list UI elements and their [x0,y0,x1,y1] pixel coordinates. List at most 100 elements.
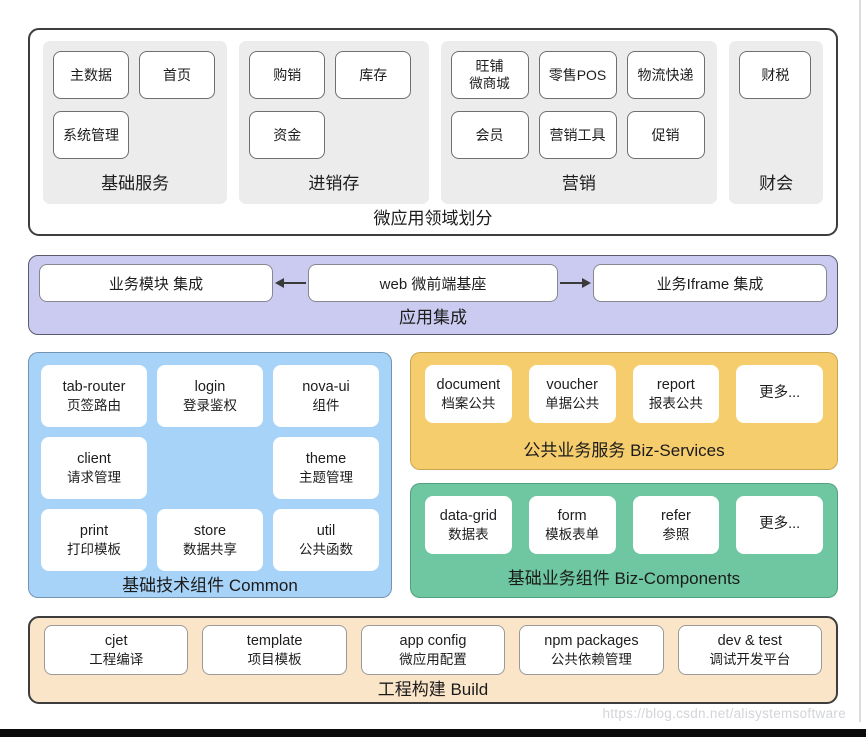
module-label: 购销 [273,66,302,83]
panel-basic-services: 主数据 首页 系统管理 基础服务 [43,41,228,204]
module-label: 会员 [475,126,504,143]
build-tool-desc: 项目模板 [247,651,302,667]
component-name: store [193,522,227,539]
panel-title: 营销 [561,174,596,193]
module-chip-logistics: 物流快递 [626,51,705,99]
section-title: 基础业务组件 Biz-Components [507,569,741,588]
components-row: tab-router 页签路由 login 登录鉴权 nova-ui 组件 cl… [28,352,838,598]
service-name: voucher [546,376,598,393]
arrow-shaft [560,282,582,284]
bizcomp-name: 更多... [759,516,801,533]
module-chip-marketing-tools: 营销工具 [538,111,617,159]
arrow-right-icon [558,278,593,288]
service-name: document [436,376,501,393]
component-desc: 组件 [312,397,340,413]
component-desc: 公共函数 [299,541,353,557]
arrowhead-left-icon [275,278,284,288]
module-label: 系统管理 [63,126,119,143]
build-tool-desc: 微应用配置 [399,651,467,667]
build-chip-cjet: cjet 工程编译 [44,625,189,675]
integration-row: 业务模块 集成 web 微前端基座 业务Iframe 集成 [39,264,827,302]
bizcomp-desc: 模板表单 [545,526,600,542]
module-chip-home: 首页 [139,51,215,99]
section-title: 公共业务服务 Biz-Services [523,441,725,460]
component-desc: 打印模板 [67,541,121,557]
right-edge-divider [859,0,861,722]
build-chip-npm-packages: npm packages 公共依赖管理 [519,625,664,675]
service-chip-report: report 报表公共 [632,365,720,423]
component-chip-client: client 请求管理 [41,437,147,499]
section-app-integration: 业务模块 集成 web 微前端基座 业务Iframe 集成 应用集成 [28,255,838,335]
build-chips: cjet 工程编译 template 项目模板 app config 微应用配置… [44,625,823,675]
build-tool-name: dev & test [717,632,783,649]
build-tool-desc: 调试开发平台 [709,651,791,667]
panel-chips: 旺铺 微商城 零售POS 物流快递 会员 营销工具 [450,51,708,159]
section-biz-components: data-grid 数据表 form 模板表单 refer 参照 更多... [410,483,838,598]
components-chips: data-grid 数据表 form 模板表单 refer 参照 更多... [425,496,823,554]
component-name: util [316,522,336,539]
panel-chips: 主数据 首页 系统管理 [53,51,217,159]
module-chip-purchase-sale: 购销 [249,51,326,99]
panel-finance: 财税 财会 [729,41,824,204]
module-chip-master-data: 主数据 [53,51,129,99]
arrow-left-icon [273,278,308,288]
build-tool-name: cjet [104,632,128,649]
panel-title: 进销存 [308,174,360,193]
bizcomp-name: data-grid [439,507,497,524]
component-name: nova-ui [302,378,350,395]
module-chip-tax: 财税 [739,51,812,99]
section-build: cjet 工程编译 template 项目模板 app config 微应用配置… [28,616,838,704]
component-chip-print: print 打印模板 [41,509,147,571]
build-chip-app-config: app config 微应用配置 [360,625,506,675]
panel-title: 基础服务 [101,174,170,193]
build-chip-template: template 项目模板 [202,625,347,675]
service-name: report [656,376,695,393]
csdn-watermark: https://blog.csdn.net/alisystemsoftware [602,706,846,721]
bizcomp-chip-more: 更多... [736,496,823,554]
module-label: 首页 [163,66,191,83]
domain-panels: 主数据 首页 系统管理 基础服务 购销 [43,41,824,204]
module-chip-inventory: 库存 [335,51,412,99]
panel-purchase-sale-inventory: 购销 库存 资金 进销存 [239,41,429,204]
integration-chip-module: 业务模块 集成 [39,264,273,302]
panel-title: 财会 [759,174,794,193]
module-label: 促销 [651,126,680,143]
bizcomp-desc: 数据表 [448,526,489,542]
component-desc: 登录鉴权 [183,397,237,413]
module-chip-wangpu-mall: 旺铺 微商城 [450,51,529,99]
empty-grid-cell [157,437,263,499]
panel-chips: 财税 [739,51,813,99]
service-chip-voucher: voucher 单据公共 [528,365,616,423]
module-chip-retail-pos: 零售POS [538,51,617,99]
section-biz-services: document 档案公共 voucher 单据公共 report 报表公共 [410,352,838,470]
module-label: 资金 [273,126,302,143]
component-desc: 页签路由 [67,397,121,413]
bizcomp-desc: 参照 [662,526,690,542]
module-label: 主数据 [70,66,112,83]
module-chip-system-mgmt: 系统管理 [53,111,129,159]
component-name: tab-router [62,378,126,395]
bizcomp-chip-data-grid: data-grid 数据表 [425,496,512,554]
services-chips: document 档案公共 voucher 单据公共 report 报表公共 [425,365,823,423]
module-chip-members: 会员 [450,111,529,159]
build-tool-desc: 工程编译 [89,651,144,667]
module-label: 营销工具 [549,126,606,143]
common-grid: tab-router 页签路由 login 登录鉴权 nova-ui 组件 cl… [41,365,379,571]
component-name: theme [305,450,347,467]
component-chip-login: login 登录鉴权 [157,365,263,427]
module-chip-funds: 资金 [249,111,326,159]
service-desc: 报表公共 [648,395,703,411]
module-label: 库存 [359,66,388,83]
diagram-content: 主数据 首页 系统管理 基础服务 购销 [28,28,838,704]
component-chip-store: store 数据共享 [157,509,263,571]
service-desc: 单据公共 [545,395,600,411]
component-name: print [79,522,109,539]
build-chip-dev-test: dev & test 调试开发平台 [677,625,823,675]
section-title: 基础技术组件 Common [122,576,298,595]
component-chip-theme: theme 主题管理 [273,437,379,499]
build-tool-desc: 公共依赖管理 [550,651,632,667]
section-title: 应用集成 [399,308,467,327]
component-desc: 数据共享 [183,541,237,557]
service-name: 更多... [759,385,801,402]
